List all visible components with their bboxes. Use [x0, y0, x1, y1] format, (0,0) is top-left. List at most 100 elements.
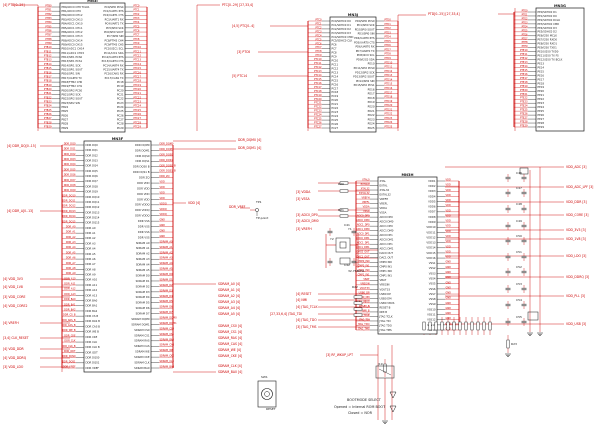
resistor: [452, 321, 456, 331]
pin-label: SDRAM A0: [136, 241, 150, 245]
pin-net-label: PTC1: [134, 9, 140, 12]
pin-label: PC22: [117, 97, 124, 101]
pin-label: PC24: [117, 105, 124, 109]
pin-label: PE24: [538, 105, 545, 109]
pin-label: ADC0 DM1: [380, 238, 394, 242]
pin-label: DDR VDD: [137, 192, 149, 196]
pin-label: VSS4: [429, 277, 436, 281]
pin-net-label: VDD: [446, 204, 451, 207]
pin-net-label: VDD: [446, 230, 451, 233]
pin-label: VOUT33: [380, 287, 391, 291]
pin-label: PD18: [368, 96, 375, 100]
pin-label: PC20: [117, 88, 124, 92]
offsheet-connector: SDRAM_CLK [4]: [218, 364, 242, 368]
pin-net-label: PTC4: [134, 21, 140, 24]
dip-lever: [378, 368, 392, 376]
pin-net-label: DDR_A8: [66, 267, 76, 270]
pin-label: PC0/SPI0 PCS4: [104, 5, 123, 9]
pin-net-label: VBAT: [363, 278, 370, 281]
pin-label: PD11/SPI2 PCS0: [354, 66, 375, 70]
pin-net-label: DDR_DQ4: [64, 163, 76, 166]
pin-net-label: VDD: [446, 209, 451, 212]
pin-net-label: DDR_BA2: [64, 308, 76, 311]
pin-label: DDR CLK: [86, 340, 98, 344]
pin-net-label: PTC13: [314, 70, 322, 73]
offsheet-connector: [3] VDDA: [296, 190, 311, 194]
pin-net-label: PTB25: [44, 109, 52, 112]
pin-label: USB0 DP: [380, 292, 392, 296]
pin-label: PE17: [538, 77, 545, 81]
pin-net-label: DDR_DQS1: [160, 159, 174, 162]
pin-label: PC4/UART1 TX: [105, 22, 124, 26]
pin-label: PE19: [538, 85, 545, 89]
pin-label: SDRAM CKE: [134, 355, 150, 359]
pin-net-label: PTE10: [520, 49, 528, 52]
pin-label: VSS13: [427, 323, 436, 327]
offsheet-connector: VDD [4]: [188, 201, 200, 205]
pin-net-label: PTE16: [520, 73, 528, 76]
pin-net-label: USB0_DM: [358, 296, 370, 299]
pin-net-label: PTB12: [44, 55, 52, 58]
offsheet-connector: SDRAM_RAS [4]: [218, 336, 242, 340]
offsheet-connector: SDRAM_CS0 [4]: [218, 324, 242, 328]
pin-net-label: SDRAM_CS0: [160, 327, 175, 330]
chip-mn3h: MN3HXTALXTAL0EXTALEXTAL0XTAL32XTAL32EXTA…: [355, 173, 452, 335]
pin-net-label: PTE13: [520, 61, 528, 64]
pin-label: PD0/SPI0 PCS0: [355, 19, 375, 23]
resistor: [353, 295, 363, 299]
offsheet-connector: DDR_DQM1 [4]: [238, 146, 261, 150]
pin-net-label: PTB15: [44, 67, 52, 70]
pin-net-label: DDR_ZQ: [160, 175, 170, 178]
pin-label: PB25: [62, 109, 69, 113]
pin-label: PE11/I2S0 TX FS: [538, 54, 560, 58]
pin-net-label: PTB1: [45, 9, 52, 12]
pin-net-label: DDR_A11: [64, 283, 76, 286]
pin-label: SDRAM CAS: [134, 344, 150, 348]
pin-label: PE22: [538, 97, 545, 101]
pin-net-label: PTB18: [44, 80, 52, 83]
pin-net-label: PTD25: [385, 126, 393, 129]
pin-label: PD19: [368, 100, 375, 104]
pin-label: DDR CKE: [86, 335, 98, 339]
pin-net-label: VOUT33: [360, 287, 370, 290]
pin-net-label: PTD15: [385, 83, 393, 86]
component-designator: C55: [516, 315, 522, 319]
pin-net-label: ADC0_DM1: [356, 237, 370, 240]
pin-label: PD2/SPI0 SOUT: [355, 27, 375, 31]
resistor: [440, 321, 444, 331]
pin-label: PC6/SPI0 SOUT: [104, 30, 124, 34]
pin-label: PC24: [332, 114, 339, 118]
pin-net-label: DDR_DQS0_B: [160, 164, 176, 167]
pin-net-label: PTB11: [44, 50, 52, 53]
pin-net-label: PTC21: [134, 92, 142, 95]
pin-label: PC12: [332, 66, 339, 70]
resistor: [482, 321, 486, 331]
pin-label: PB18/FTM2 CH0: [62, 80, 83, 84]
pin-net-label: SDRAM_BA0: [160, 366, 175, 369]
pin-net-label: PTC0: [134, 5, 140, 8]
offsheet-connector: [3] VREFH: [296, 227, 312, 231]
pin-net-label: GND: [446, 292, 452, 295]
pin-label: USB0 DM: [380, 296, 392, 300]
pin-net-label: PTB28: [44, 121, 52, 124]
pin-net-label: DAC1_OUT: [357, 255, 370, 258]
pin-label: PB27: [62, 118, 69, 122]
pin-net-label: PTB24: [44, 105, 52, 108]
pin-label: PB22/SPI2 SOUT: [62, 97, 84, 101]
pin-label: PE16: [538, 73, 545, 77]
pin-label: SDRAM D3: [136, 290, 150, 294]
pin-label: JTAG TDI: [379, 319, 391, 323]
pin-net-label: DDR_DQ7: [64, 179, 76, 182]
pin-net-label: PTE12: [520, 57, 528, 60]
pin-label: PC22: [332, 106, 339, 110]
chip-body: [329, 16, 377, 133]
pin-net-label: PTD1: [385, 23, 392, 26]
pin-label: PC26: [117, 113, 124, 117]
pin-label: PE4/SDHC0 D3: [538, 26, 558, 30]
pin-label: SDRAM A2: [136, 252, 150, 256]
pin-net-label: NMI_B: [362, 309, 370, 312]
pin-net-label: DDR_DQ14: [62, 215, 76, 218]
pin-net-label: PTB9: [45, 42, 52, 45]
chip-ref-label: MN3G: [554, 4, 566, 8]
